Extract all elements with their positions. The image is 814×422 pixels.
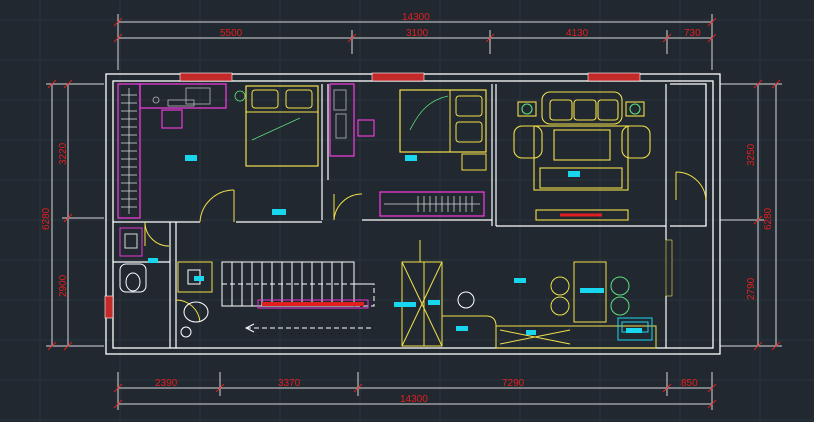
bath-tag-2 xyxy=(194,276,204,281)
bathroom xyxy=(119,227,213,338)
bedroom-1 xyxy=(117,83,319,219)
dim-bottom-overall: 14300 xyxy=(400,394,428,405)
dimension-right xyxy=(720,79,782,351)
dim-top-seg-3: 4130 xyxy=(566,28,589,39)
dim-left-seg-2: 2900 xyxy=(58,274,69,297)
dim-right-overall: 6280 xyxy=(763,207,774,230)
table-tag xyxy=(580,288,604,293)
dimension-bottom xyxy=(113,372,717,410)
bedroom-2 xyxy=(329,83,487,217)
dim-left-overall: 6280 xyxy=(41,207,52,230)
doors xyxy=(144,171,707,323)
living-room xyxy=(513,91,651,221)
stair-handrail xyxy=(257,299,369,309)
bath-tag-1 xyxy=(148,258,158,263)
kitchen-tag-2 xyxy=(428,300,440,305)
windows xyxy=(104,72,673,319)
sink-tag xyxy=(626,328,642,333)
dim-bottom-seg-3: 7290 xyxy=(502,378,525,389)
dim-top-seg-1: 5500 xyxy=(220,28,243,39)
dim-bottom-seg-2: 3370 xyxy=(278,378,301,389)
living-tag xyxy=(568,171,580,177)
dim-right-seg-2: 2790 xyxy=(746,277,757,300)
dim-bottom-seg-4: 850 xyxy=(681,378,698,389)
dimension-top xyxy=(113,14,717,70)
counter-tag xyxy=(526,330,536,335)
kitchen-tag-1 xyxy=(394,302,416,307)
dim-right-seg-1: 3250 xyxy=(746,143,757,166)
interior-walls xyxy=(113,84,667,348)
dim-top-seg-4: 730 xyxy=(684,28,701,39)
dim-top-overall: 14300 xyxy=(402,12,430,23)
dim-bottom-seg-1: 2390 xyxy=(155,378,178,389)
dimension-left xyxy=(46,79,104,351)
staircase xyxy=(221,261,375,333)
kitchen-tag-3 xyxy=(456,326,468,331)
dim-top-seg-2: 3100 xyxy=(406,28,429,39)
dim-left-seg-1: 3220 xyxy=(58,142,69,165)
dining-kitchen xyxy=(401,240,657,349)
dining-tag xyxy=(514,278,526,283)
